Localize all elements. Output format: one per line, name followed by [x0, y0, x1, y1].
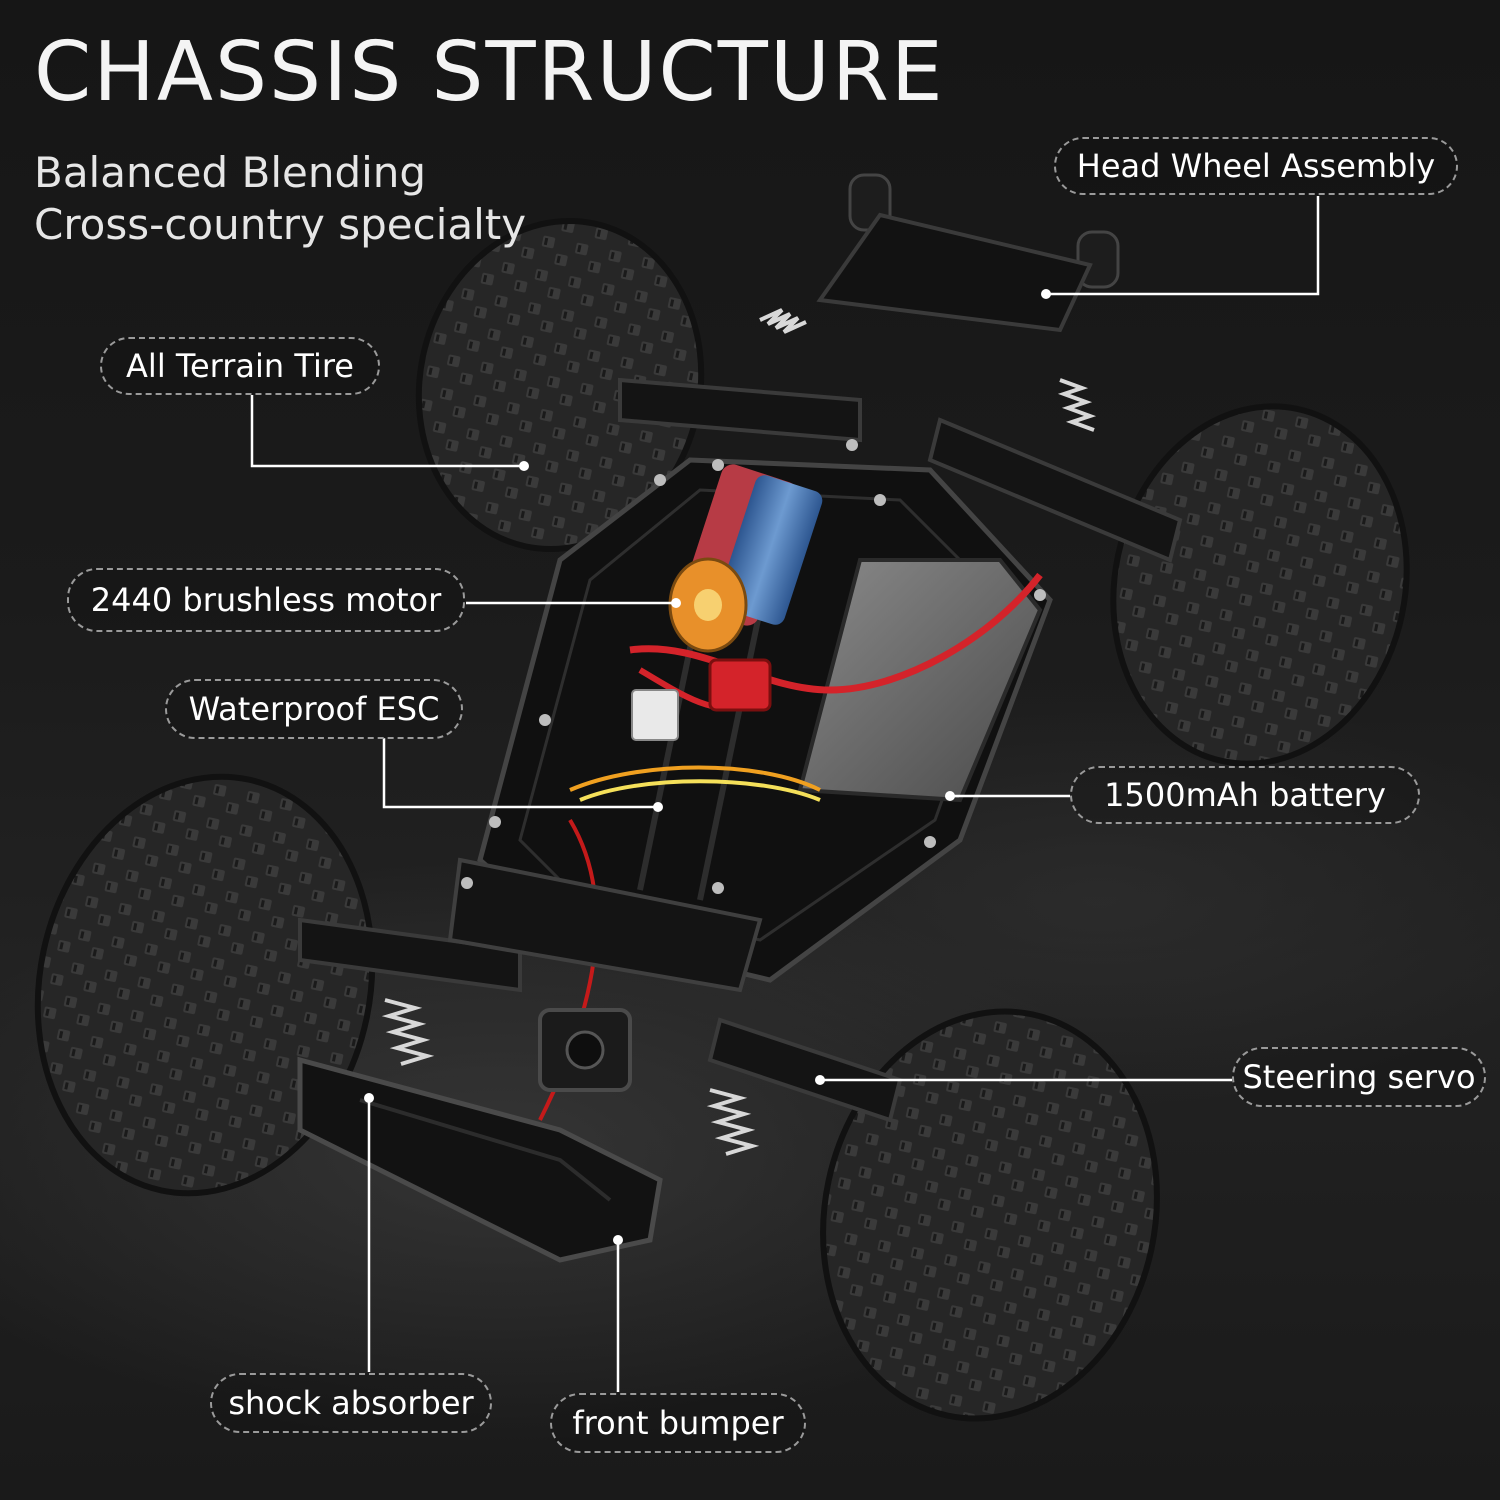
callout-brushless-motor: 2440 brushless motor	[67, 568, 465, 632]
tire-front-right	[820, 1008, 1160, 1422]
callout-all-terrain-tire: All Terrain Tire	[100, 337, 380, 395]
tire-front-left	[34, 773, 376, 1197]
callout-waterproof-esc: Waterproof ESC	[165, 679, 463, 739]
callout-battery: 1500mAh battery	[1070, 766, 1420, 824]
esc-wiring	[538, 572, 1043, 1121]
callout-head-wheel-assembly: Head Wheel Assembly	[1054, 137, 1458, 195]
battery-pack	[797, 558, 1043, 803]
callout-front-bumper: front bumper	[550, 1393, 806, 1453]
chassis-screws	[461, 439, 1046, 894]
head-wheel-assembly-part	[816, 173, 1120, 333]
tire-rear-right	[1110, 403, 1410, 767]
callout-steering-servo: Steering servo	[1232, 1047, 1486, 1107]
subtitle-line-1: Balanced Blending	[34, 148, 427, 197]
brushless-motor	[668, 464, 823, 653]
steering-servo-part	[538, 1008, 632, 1092]
page-title: CHASSIS STRUCTURE	[34, 25, 945, 120]
suspension-arms	[298, 377, 1183, 1123]
callout-shock-absorber: shock absorber	[210, 1373, 492, 1433]
subtitle-line-2: Cross-country specialty	[34, 200, 527, 249]
front-bumper-part	[297, 857, 763, 1263]
shock-springs	[381, 308, 1097, 1156]
